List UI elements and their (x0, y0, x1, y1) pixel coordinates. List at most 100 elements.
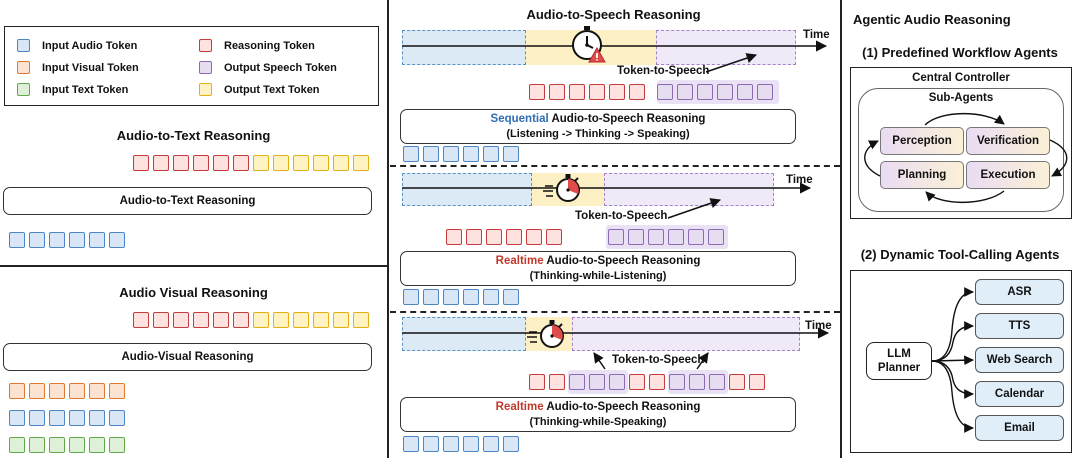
seq-input-token-row (403, 146, 519, 162)
rl-input-token-row (403, 289, 519, 305)
input-audio-token (463, 289, 479, 305)
legend-item-input-audio: Input Audio Token (17, 39, 137, 52)
input-audio-token (403, 289, 419, 305)
reasoning-token (569, 84, 585, 100)
rl-time-label: Time (786, 174, 813, 186)
input-text-token (89, 437, 105, 453)
output-text-token (293, 312, 309, 328)
reasoning-token (446, 229, 462, 245)
seq-listen-band (402, 30, 526, 65)
reasoning-token (233, 155, 249, 171)
input-audio-token (49, 410, 65, 426)
reasoning-token (526, 229, 542, 245)
output-text-token-icon (199, 83, 212, 96)
rs-box-title-rest: Audio-to-Speech Reasoning (543, 400, 701, 413)
agent-perception: Perception (880, 127, 964, 155)
input-text-token (49, 437, 65, 453)
input-audio-token (503, 436, 519, 452)
rl-output-token-row (446, 229, 724, 245)
input-audio-token (503, 146, 519, 162)
input-visual-token (89, 383, 105, 399)
divider-dashed-1 (390, 165, 840, 167)
input-audio-token (49, 232, 65, 248)
seq-time-label: Time (803, 29, 830, 41)
central-controller-label: Central Controller (912, 72, 1010, 84)
a2s-title: Audio-to-Speech Reasoning (526, 7, 701, 22)
rs-input-token-row (403, 436, 519, 452)
reasoning-token (546, 229, 562, 245)
input-visual-token (29, 383, 45, 399)
divider-dashed-2 (390, 311, 840, 313)
input-audio-token (89, 410, 105, 426)
output-speech-token (737, 84, 753, 100)
agent-execution: Execution (966, 161, 1050, 189)
tool-asr: ASR (975, 279, 1064, 305)
seq-output-token-row (529, 84, 773, 100)
output-text-token (353, 155, 369, 171)
input-audio-token (483, 289, 499, 305)
output-speech-token (569, 374, 585, 390)
tool-email: Email (975, 415, 1064, 441)
output-speech-token (668, 229, 684, 245)
legend-item-output-text: Output Text Token (199, 83, 320, 96)
reasoning-token (629, 374, 645, 390)
output-text-token (293, 155, 309, 171)
rl-mode-label: Realtime (495, 254, 544, 267)
agent-planning: Planning (880, 161, 964, 189)
reasoning-token (193, 312, 209, 328)
reasoning-token (609, 84, 625, 100)
output-speech-token (717, 84, 733, 100)
input-audio-token (9, 232, 25, 248)
output-text-token (253, 155, 269, 171)
rs-token-to-speech-arrow-1 (593, 352, 606, 370)
legend: Input Audio Token Reasoning Token Input … (4, 26, 379, 106)
agentic-title: Agentic Audio Reasoning (853, 12, 1011, 27)
a2t-model-box: Audio-to-Text Reasoning (3, 187, 372, 215)
legend-label: Input Visual Token (42, 61, 139, 74)
input-audio-token (69, 232, 85, 248)
legend-item-output-speech: Output Speech Token (199, 61, 337, 74)
rs-box-subtitle: (Thinking-while-Speaking) (529, 415, 667, 428)
reasoning-token (213, 155, 229, 171)
output-speech-token (608, 229, 624, 245)
rl-box-title-rest: Audio-to-Speech Reasoning (543, 254, 701, 267)
input-audio-token (89, 232, 105, 248)
input-audio-token (403, 146, 419, 162)
av-input-text-row (9, 437, 125, 453)
divider-right (840, 0, 842, 458)
a2t-output-token-row (133, 155, 369, 171)
reasoning-token (549, 84, 565, 100)
rl-box-title: Realtime Audio-to-Speech Reasoning (496, 254, 701, 269)
rs-time-label: Time (805, 320, 832, 332)
legend-item-input-text: Input Text Token (17, 83, 128, 96)
output-text-token (313, 155, 329, 171)
seq-box-title: Sequential Audio-to-Speech Reasoning (491, 112, 706, 127)
output-speech-token (657, 84, 673, 100)
input-audio-token (443, 289, 459, 305)
output-speech-token (628, 229, 644, 245)
reasoning-token (173, 155, 189, 171)
rs-output-token-row (529, 374, 765, 390)
output-text-token (273, 312, 289, 328)
input-audio-token (29, 410, 45, 426)
rl-token-to-speech-label: Token-to-Speech (575, 210, 668, 222)
av-title: Audio Visual Reasoning (119, 285, 268, 300)
reasoning-token (629, 84, 645, 100)
legend-item-input-visual: Input Visual Token (17, 61, 139, 74)
output-speech-token (669, 374, 685, 390)
seq-token-to-speech-label: Token-to-Speech (617, 65, 710, 77)
reasoning-token (153, 312, 169, 328)
tool-tts: TTS (975, 313, 1064, 339)
output-speech-token (757, 84, 773, 100)
seq-think-band (526, 30, 656, 65)
output-speech-token (708, 229, 724, 245)
tool-web-search: Web Search (975, 347, 1064, 373)
reasoning-token (133, 155, 149, 171)
legend-item-reasoning: Reasoning Token (199, 39, 315, 52)
input-audio-token (423, 146, 439, 162)
input-audio-token (483, 436, 499, 452)
input-audio-token (403, 436, 419, 452)
input-audio-token (443, 146, 459, 162)
rl-listen-band (402, 173, 532, 206)
reasoning-token-icon (199, 39, 212, 52)
